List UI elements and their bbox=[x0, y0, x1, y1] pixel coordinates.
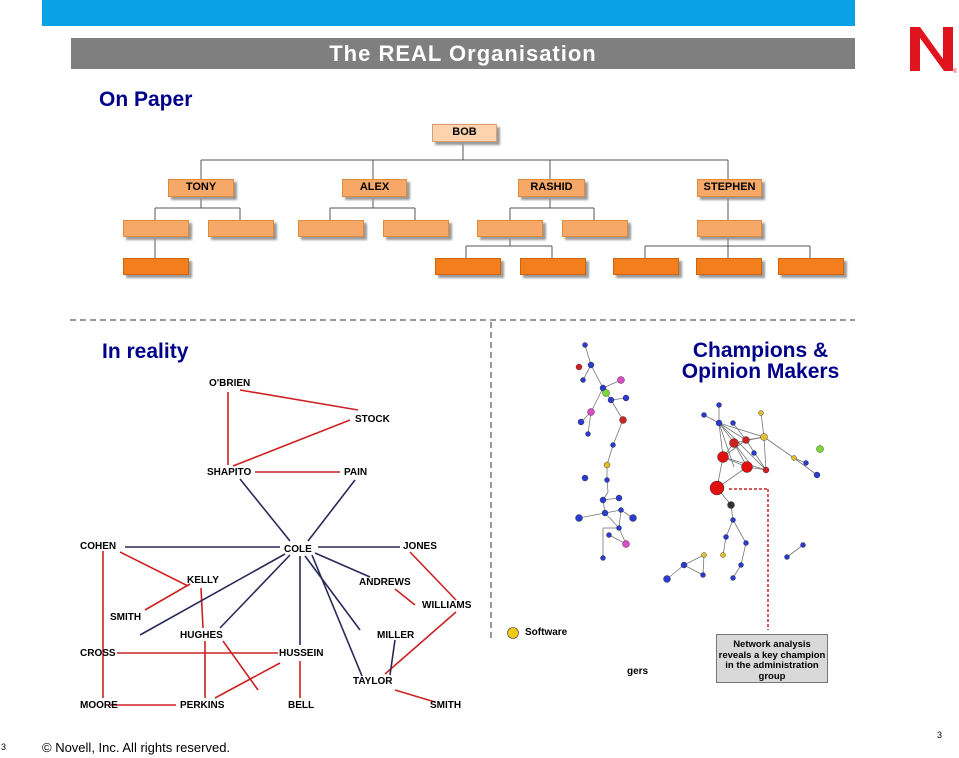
legend-partial-label: gers bbox=[627, 666, 649, 677]
page-number-left: 3 bbox=[1, 742, 7, 752]
person-pain: PAIN bbox=[344, 467, 368, 478]
person-hughes: HUGHES bbox=[180, 630, 223, 641]
org-box-rashid: RASHID bbox=[518, 179, 585, 197]
person-jones: JONES bbox=[403, 541, 437, 552]
org-box-empty bbox=[123, 258, 189, 275]
org-box-tony: TONY bbox=[168, 179, 234, 197]
copyright-notice: © Novell, Inc. All rights reserved. bbox=[42, 740, 231, 755]
person-bell: BELL bbox=[288, 700, 315, 711]
person-shapito: SHAPITO bbox=[207, 467, 252, 478]
person-cohen: COHEN bbox=[80, 541, 117, 552]
person-smith: SMITH bbox=[110, 612, 142, 623]
org-box-empty bbox=[696, 258, 762, 275]
person-kelly: KELLY bbox=[187, 575, 219, 586]
person-taylor: TAYLOR bbox=[353, 676, 393, 687]
software-legend-label: Software bbox=[525, 627, 568, 638]
person-smith-2: SMITH bbox=[430, 700, 462, 711]
page-number-right: 3 bbox=[937, 730, 943, 740]
slide-title: The REAL Organisation bbox=[71, 38, 855, 69]
org-box-bob: BOB bbox=[432, 124, 497, 142]
svg-text:®: ® bbox=[953, 68, 957, 74]
org-box-empty bbox=[697, 220, 762, 237]
org-box-empty bbox=[520, 258, 586, 275]
org-box-empty bbox=[613, 258, 679, 275]
person-perkins: PERKINS bbox=[180, 700, 225, 711]
org-box-empty bbox=[383, 220, 449, 237]
person-cole: COLE bbox=[284, 544, 312, 555]
org-box-empty bbox=[435, 258, 501, 275]
org-box-empty bbox=[778, 258, 844, 275]
person-hussein: HUSSEIN bbox=[279, 648, 324, 659]
org-chart-connectors bbox=[154, 141, 811, 258]
org-box-empty bbox=[562, 220, 628, 237]
on-paper-heading: On Paper bbox=[99, 88, 193, 111]
org-box-empty bbox=[298, 220, 364, 237]
org-box-empty bbox=[477, 220, 543, 237]
person-obrien: O'BRIEN bbox=[209, 378, 251, 389]
person-cross: CROSS bbox=[80, 648, 116, 659]
person-miller: MILLER bbox=[377, 630, 415, 641]
novell-logo-icon: ® bbox=[910, 27, 957, 74]
org-box-empty bbox=[123, 220, 189, 237]
champions-network-graph bbox=[575, 342, 824, 630]
software-legend-dot-icon bbox=[507, 627, 519, 639]
org-box-stephen: STEPHEN bbox=[697, 179, 762, 197]
person-andrews: ANDREWS bbox=[359, 577, 411, 588]
top-accent-bar bbox=[42, 0, 855, 26]
champions-heading: Champions & Opinion Makers bbox=[681, 339, 840, 383]
org-box-empty bbox=[208, 220, 274, 237]
person-moore: MOORE bbox=[80, 700, 118, 711]
person-stock: STOCK bbox=[355, 414, 390, 425]
in-reality-heading: In reality bbox=[102, 340, 189, 363]
network-analysis-callout: Network analysis reveals a key champion … bbox=[716, 634, 828, 683]
org-box-alex: ALEX bbox=[342, 179, 407, 197]
reality-network-links bbox=[102, 389, 457, 706]
section-dividers bbox=[70, 319, 855, 638]
person-williams: WILLIAMS bbox=[422, 600, 472, 611]
